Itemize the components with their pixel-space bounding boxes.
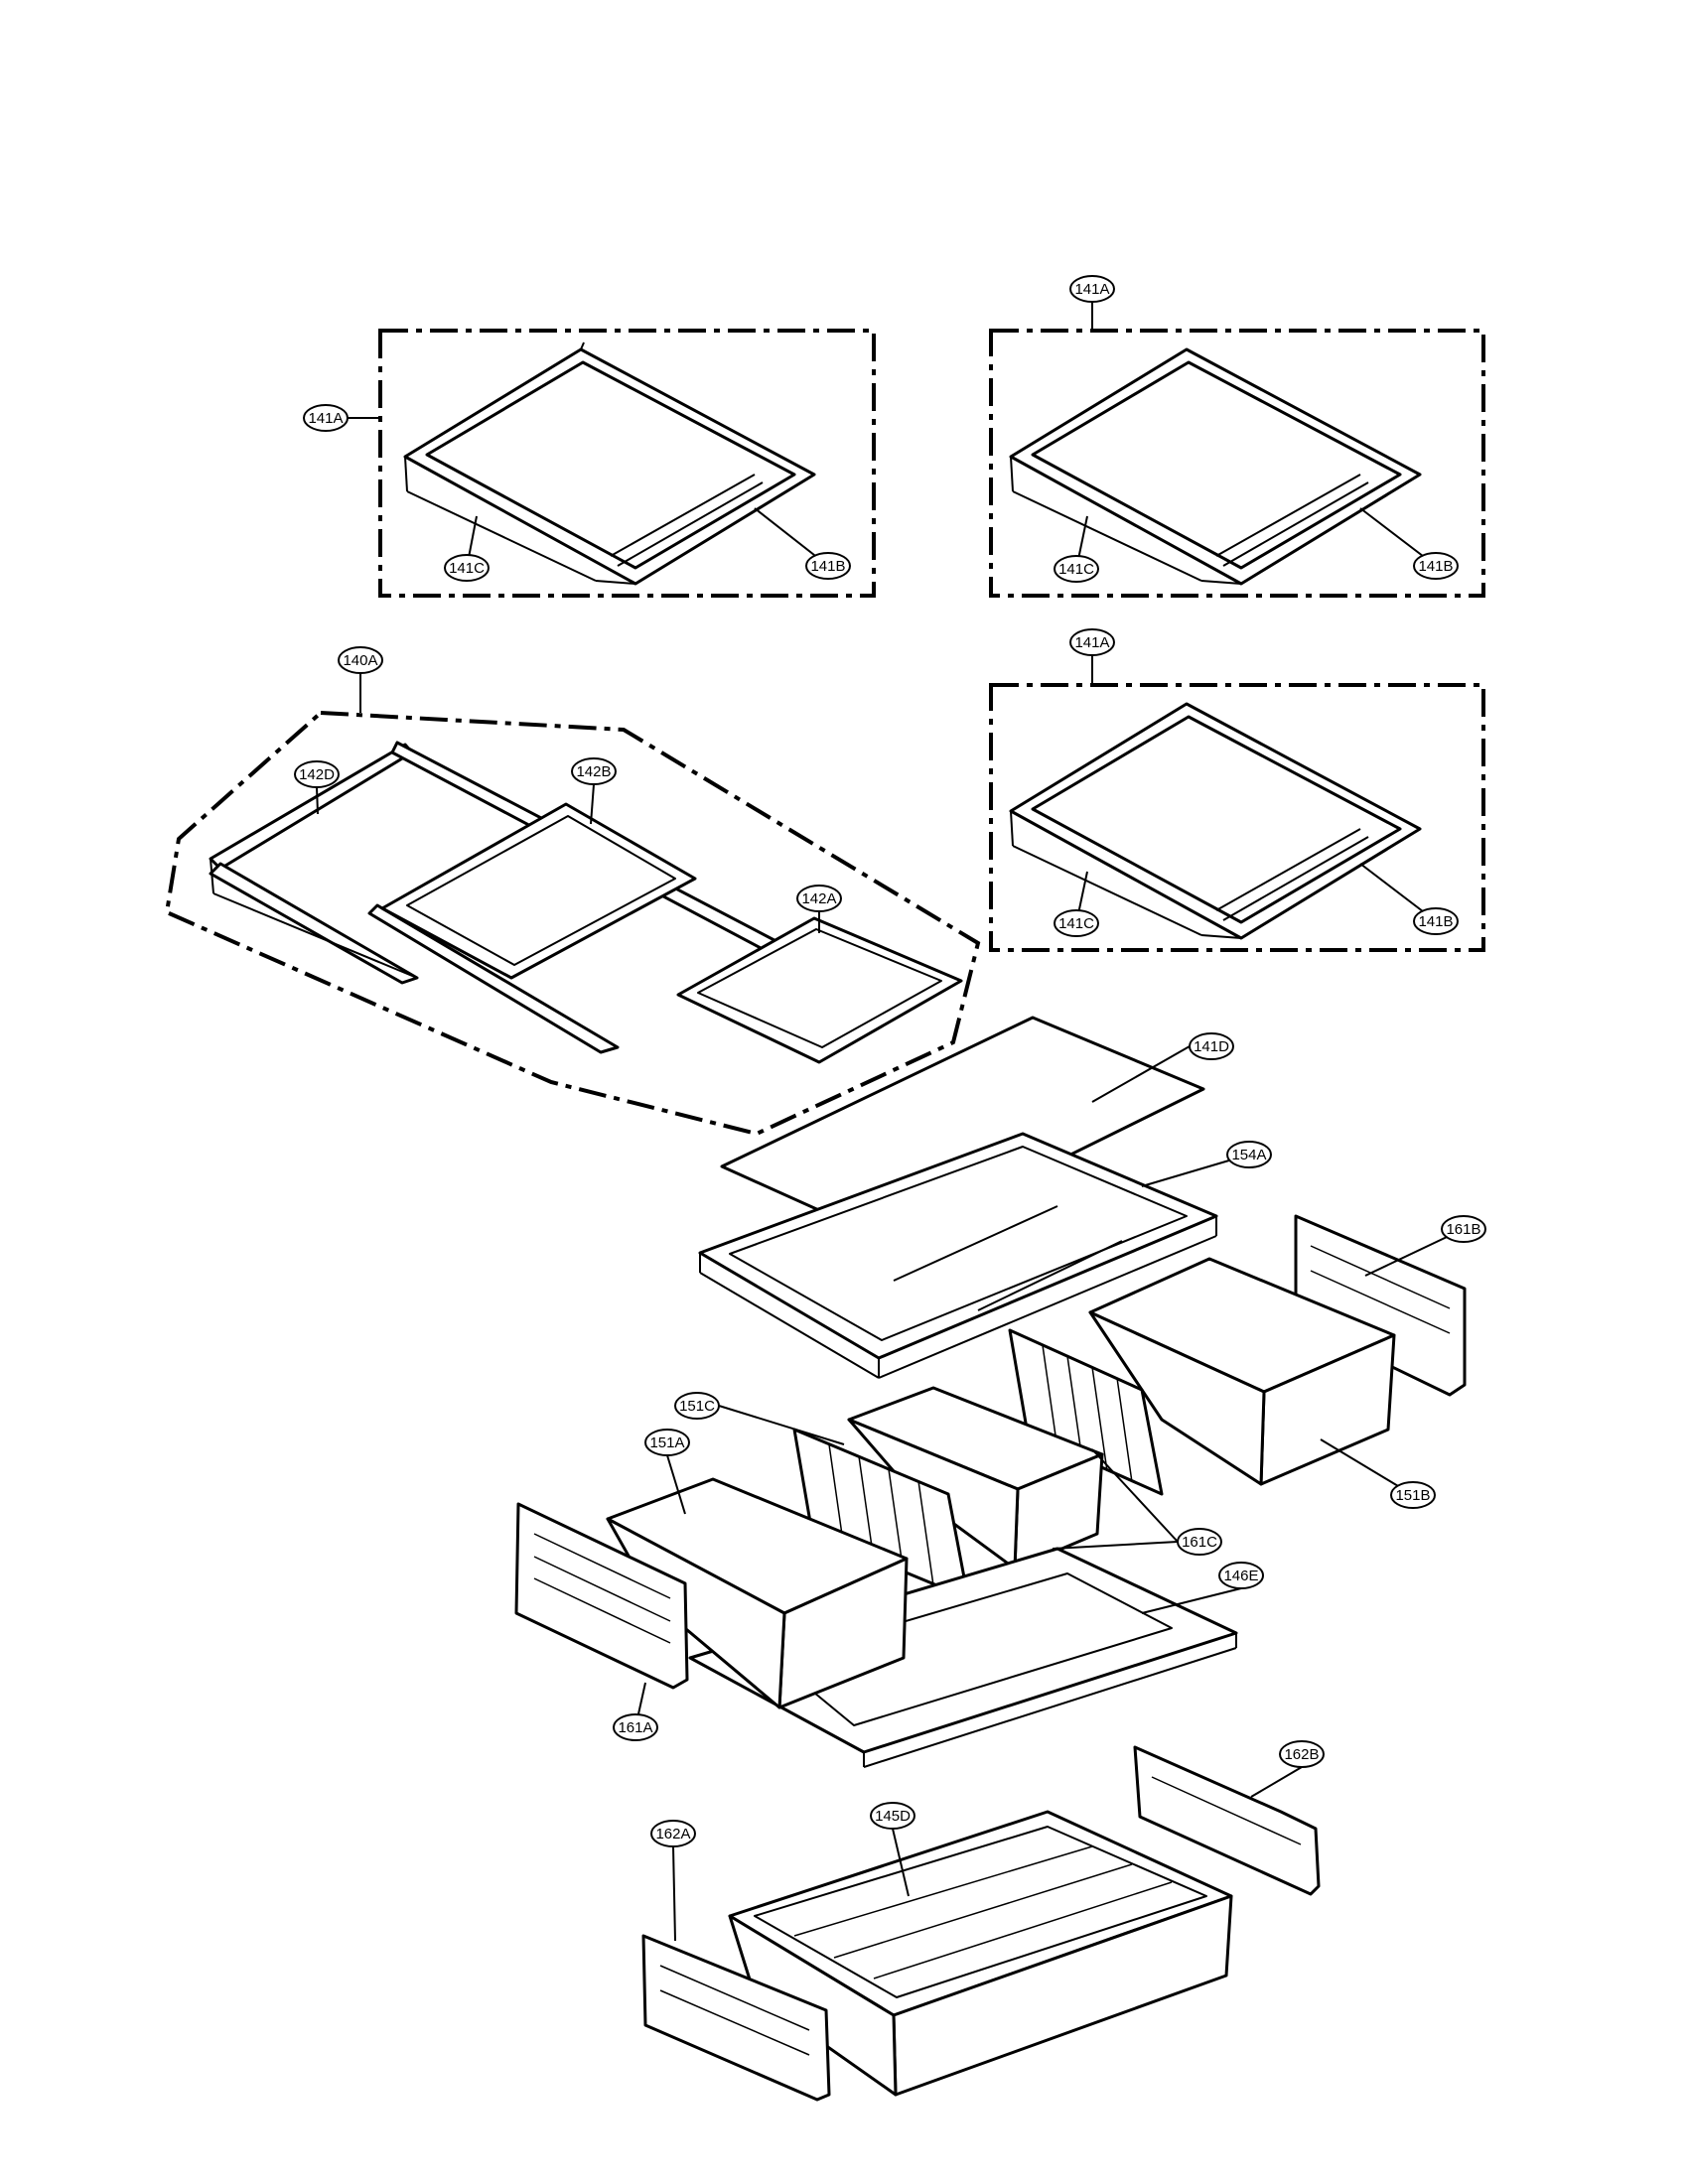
shelf-group-3 <box>989 655 1485 952</box>
callout-151c: 151C <box>674 1392 720 1420</box>
callout-146e: 146E <box>1218 1562 1264 1589</box>
shelf-frame-2 <box>1009 347 1422 586</box>
shelf-group-2 <box>989 302 1485 598</box>
callout-141c-3: 141C <box>1054 909 1099 937</box>
drawer-145d <box>728 1810 1233 2097</box>
svg-text:161A: 161A <box>618 1719 652 1736</box>
svg-text:141A: 141A <box>1074 281 1109 298</box>
divider-161c-upper <box>1008 1328 1164 1496</box>
svg-text:154A: 154A <box>1231 1147 1266 1163</box>
drawer-151c <box>847 1386 1104 1570</box>
svg-text:161B: 161B <box>1446 1221 1480 1238</box>
callout-161b: 161B <box>1441 1215 1486 1243</box>
svg-text:162B: 162B <box>1284 1746 1319 1763</box>
callout-142b: 142B <box>571 757 617 785</box>
callout-161c: 161C <box>1177 1528 1222 1556</box>
shelf-group-1 <box>378 329 876 598</box>
svg-text:141C: 141C <box>1058 915 1094 932</box>
rail-162b <box>1133 1745 1321 1896</box>
svg-text:151B: 151B <box>1395 1487 1430 1504</box>
callout-140a: 140A <box>338 646 383 674</box>
bottom-tray-146e <box>688 1547 1238 1768</box>
svg-text:141B: 141B <box>810 558 845 575</box>
callout-141d: 141D <box>1189 1032 1234 1060</box>
callout-141b-3: 141B <box>1413 907 1459 935</box>
svg-text:141A: 141A <box>308 410 343 427</box>
callout-142a: 142A <box>796 885 842 912</box>
svg-text:162A: 162A <box>655 1826 690 1843</box>
shelf-142a <box>676 916 963 1064</box>
callout-162b: 162B <box>1279 1740 1325 1768</box>
svg-text:141D: 141D <box>1194 1038 1229 1055</box>
callout-141a-3: 141A <box>1069 628 1115 656</box>
callout-161a: 161A <box>613 1713 658 1741</box>
svg-text:161C: 161C <box>1182 1534 1217 1551</box>
callout-141c-1: 141C <box>444 554 490 582</box>
svg-text:141C: 141C <box>1058 561 1094 578</box>
callout-141b-2: 141B <box>1413 552 1459 580</box>
callout-141a-2: 141A <box>1069 275 1115 303</box>
svg-text:141B: 141B <box>1418 558 1453 575</box>
svg-text:142A: 142A <box>801 890 836 907</box>
callout-151a: 151A <box>644 1429 690 1456</box>
svg-text:140A: 140A <box>343 652 377 669</box>
svg-text:145D: 145D <box>875 1808 911 1825</box>
shelf-frame-1 <box>403 341 816 586</box>
svg-text:142D: 142D <box>299 766 335 783</box>
callout-142d: 142D <box>294 760 340 788</box>
svg-text:141A: 141A <box>1074 634 1109 651</box>
callout-154a: 154A <box>1226 1141 1272 1168</box>
svg-text:141B: 141B <box>1418 913 1453 930</box>
callout-141c-2: 141C <box>1054 555 1099 583</box>
crisper-cover-frame <box>698 1132 1218 1379</box>
callout-151b: 151B <box>1390 1481 1436 1509</box>
rail-162a <box>641 1934 831 2102</box>
callout-145d: 145D <box>870 1802 915 1830</box>
svg-text:151C: 151C <box>679 1398 715 1415</box>
callout-141b-1: 141B <box>805 552 851 580</box>
svg-text:151A: 151A <box>649 1434 684 1451</box>
svg-text:146E: 146E <box>1223 1568 1258 1584</box>
folding-shelf-group <box>164 673 981 1137</box>
drawer-151b <box>1088 1257 1396 1486</box>
callout-141a-1: 141A <box>303 404 349 432</box>
svg-text:142B: 142B <box>576 763 611 780</box>
shelf-frame-3 <box>1009 702 1422 940</box>
svg-text:141C: 141C <box>449 560 485 577</box>
callout-162a: 162A <box>650 1820 696 1847</box>
shelf-142b <box>380 802 697 980</box>
drawer-rail-161a <box>514 1502 689 1690</box>
